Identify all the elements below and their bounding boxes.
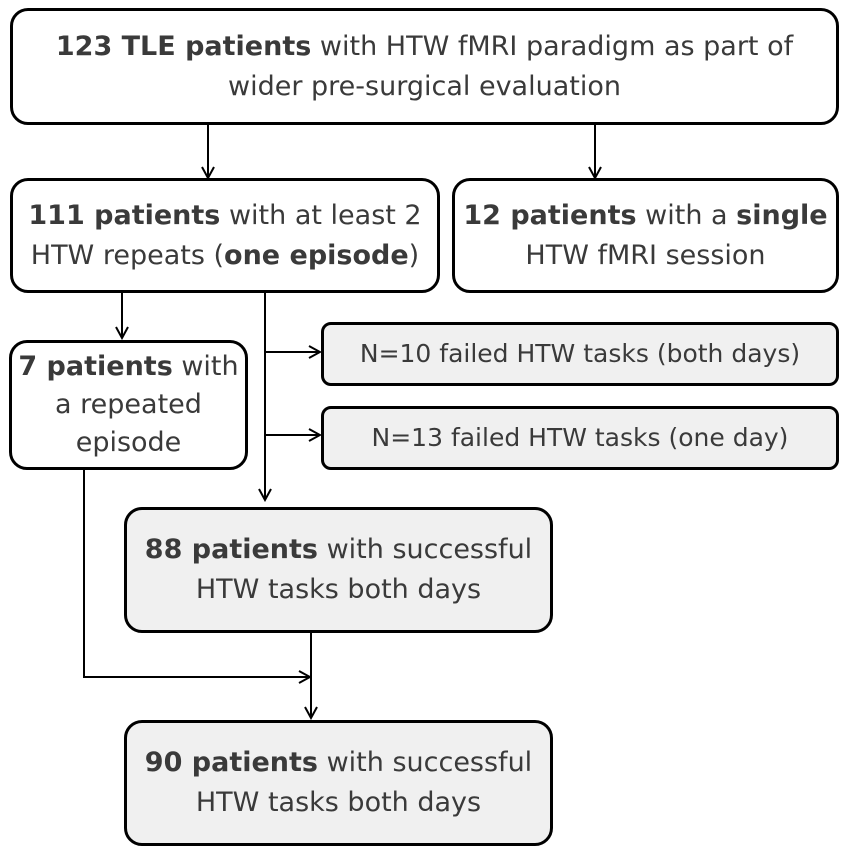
box-88-patients: 88 patients with successful HTW tasks bo… (124, 507, 553, 633)
connector-7-to-merge (83, 470, 310, 677)
count-111: 111 patients (28, 199, 221, 231)
count-123: 123 TLE patients (55, 30, 312, 62)
box-failed-one-day: N=13 failed HTW tasks (one day) (321, 406, 839, 470)
box-failed-both-days: N=10 failed HTW tasks (both days) (321, 322, 839, 386)
count-90: 90 patients (144, 747, 318, 778)
box-123-tle-patients: 123 TLE patients with HTW fMRI paradigm … (10, 8, 839, 125)
count-7: 7 patients (18, 351, 173, 382)
count-12: 12 patients (463, 199, 637, 231)
box-90-patients: 90 patients with successful HTW tasks bo… (124, 720, 553, 846)
box-12-patients: 12 patients with a single HTW fMRI sessi… (452, 178, 839, 293)
box-7-patients: 7 patients with a repeated episode (9, 340, 248, 470)
box-111-patients: 111 patients with at least 2 HTW repeats… (10, 178, 440, 293)
count-88: 88 patients (144, 534, 318, 565)
